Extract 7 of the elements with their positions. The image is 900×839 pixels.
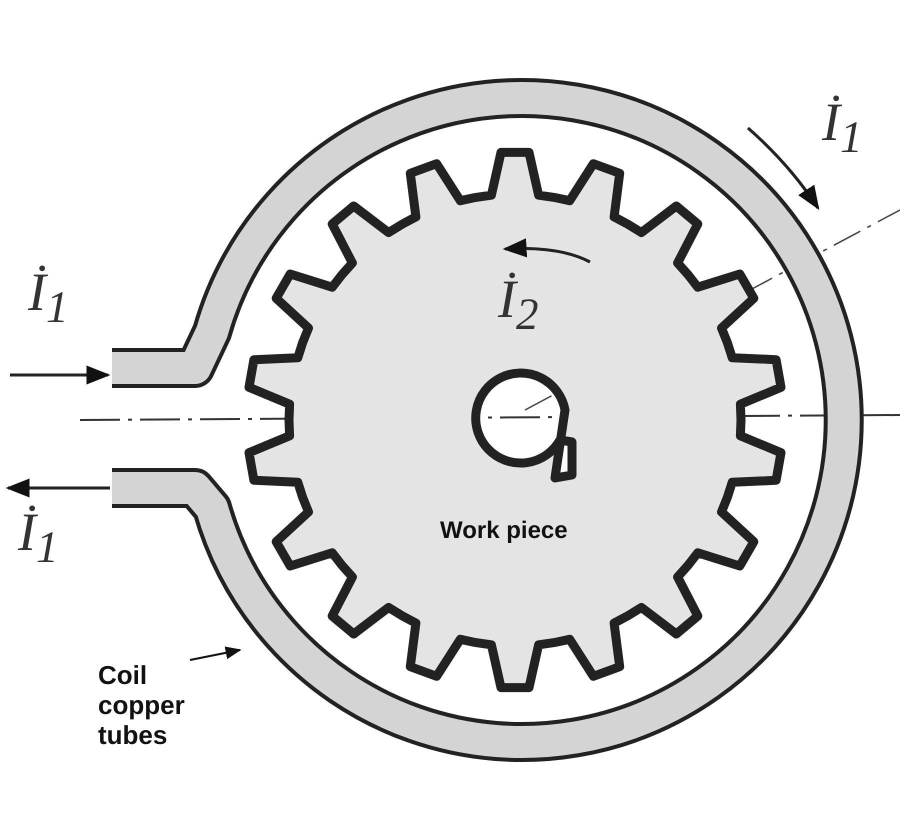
- current-symbol: İ$_{1}$: [18, 505, 58, 570]
- current-symbol: İ$_{2}$: [498, 272, 538, 337]
- part-label: Work piece: [440, 517, 568, 545]
- current-symbol: İ$_{1}$: [822, 95, 862, 160]
- current-symbol: İ$_{1}$: [28, 265, 68, 330]
- leader-line: [190, 646, 242, 661]
- part-label: Coil copper tubes: [98, 660, 186, 750]
